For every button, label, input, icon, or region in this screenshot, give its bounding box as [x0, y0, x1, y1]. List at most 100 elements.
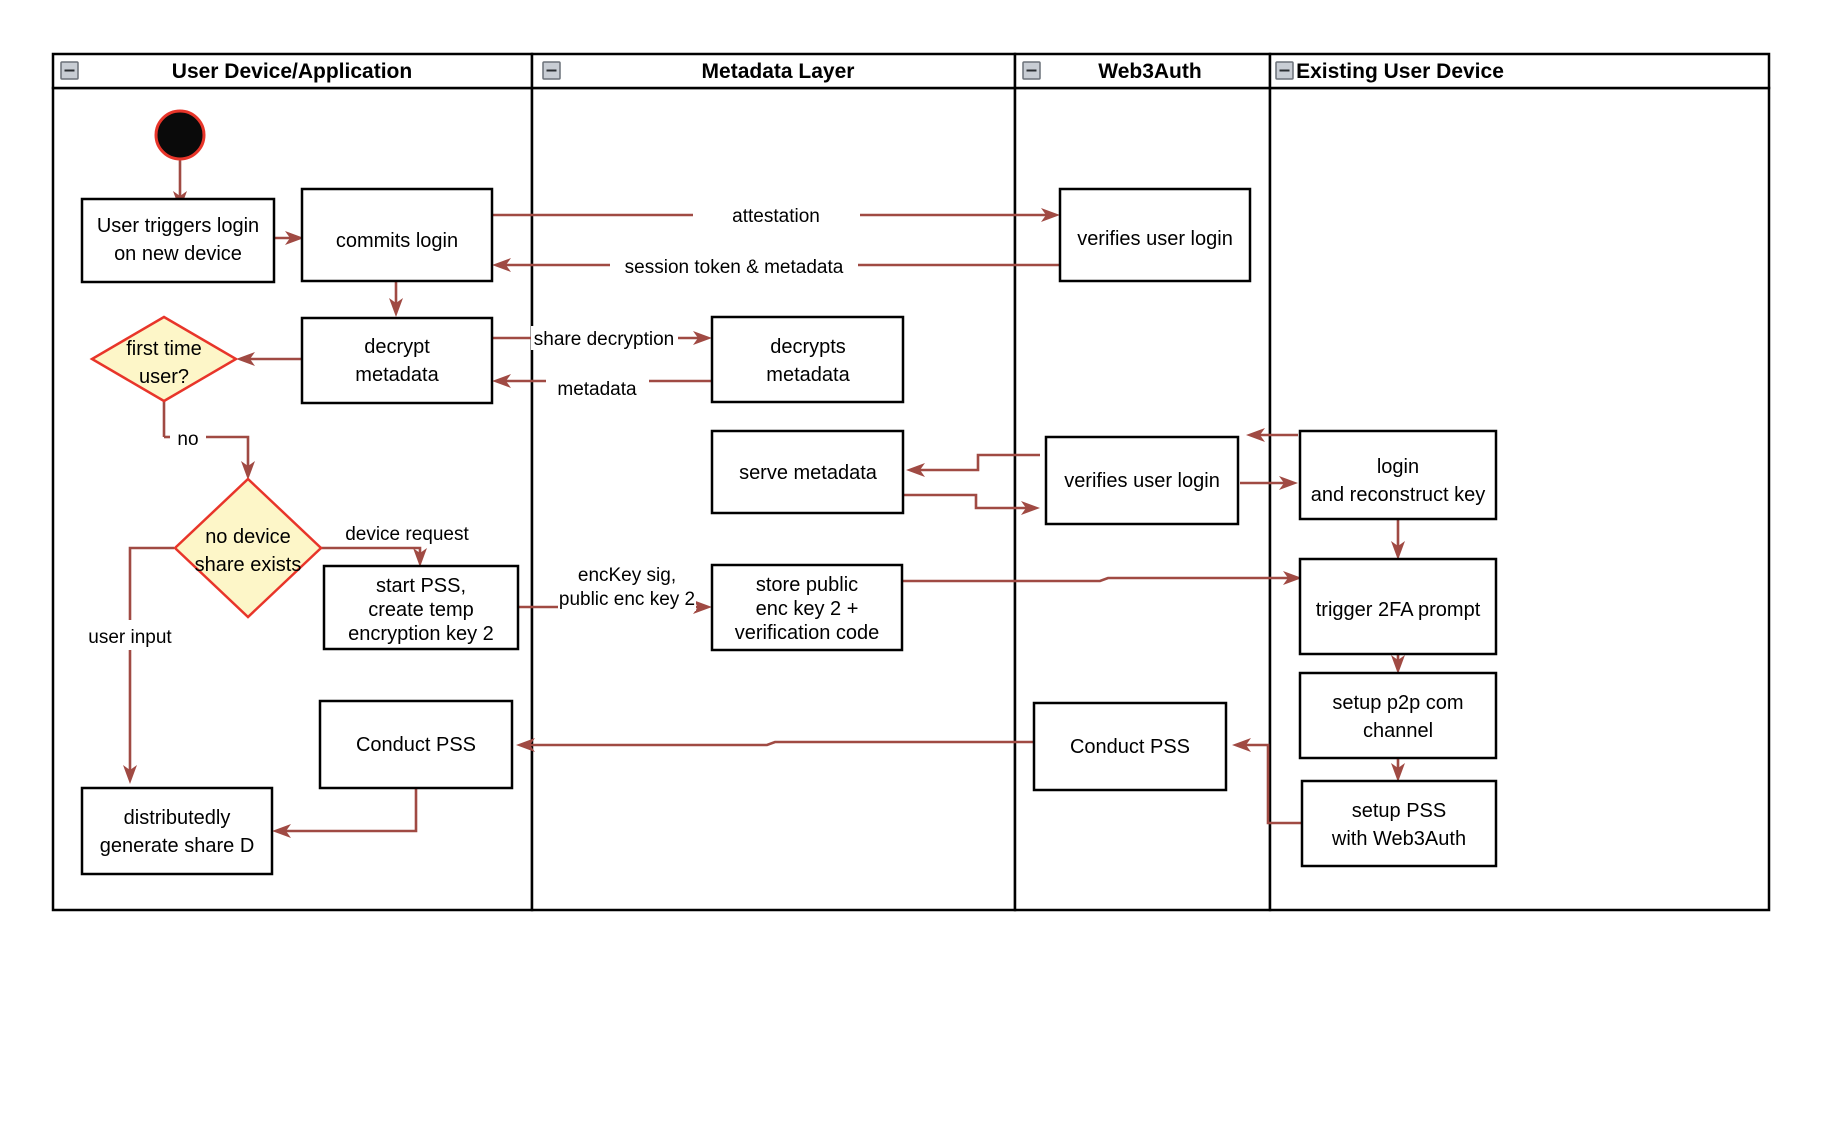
edge-device-request — [321, 546, 427, 567]
svg-text:attestation: attestation — [732, 206, 820, 227]
node-label-line: create temp — [368, 599, 474, 621]
edge-session-token-metadata — [492, 258, 1060, 272]
edge-user-input — [123, 546, 174, 784]
node-label-line: encryption key 2 — [348, 623, 494, 645]
node-store-public-enc-key-2[interactable]: store public enc key 2 + verification co… — [710, 563, 904, 652]
node-label-line: share exists — [195, 554, 302, 576]
node-user-triggers-login[interactable]: User triggers login on new device — [80, 197, 276, 284]
edge-label-user-input: user input — [80, 624, 180, 648]
node-label-line: trigger 2FA prompt — [1316, 599, 1481, 621]
lane-header-metadata-layer[interactable] — [530, 52, 1017, 90]
svg-text:encKey sig,: encKey sig, — [578, 565, 676, 586]
edge-setup-pss-to-conduct-pss-web3auth — [1232, 738, 1302, 825]
node-login-and-reconstruct-key[interactable]: login and reconstruct key — [1298, 429, 1498, 521]
node-label-line: first time — [126, 338, 202, 360]
lane-header-existing-user-device[interactable] — [1268, 52, 1771, 90]
node-label-line: store public — [756, 574, 858, 596]
edge-store-key-to-trigger-2fa — [900, 571, 1302, 585]
node-serve-metadata[interactable]: serve metadata — [710, 429, 905, 515]
node-label-line: distributedly — [124, 807, 231, 829]
node-label-line: setup p2p com — [1332, 692, 1463, 714]
edge-commits-login-to-decrypt-metadata — [389, 280, 403, 317]
start-node[interactable] — [154, 109, 206, 161]
edge-decrypt-metadata-to-first-time-user — [236, 352, 302, 366]
node-label-line: generate share D — [100, 835, 255, 857]
node-label-line: metadata — [355, 364, 439, 386]
lane-header-web3auth[interactable] — [1013, 52, 1272, 90]
node-setup-p2p-com-channel[interactable]: setup p2p com channel — [1298, 671, 1498, 760]
node-label-line: start PSS, — [376, 575, 466, 597]
svg-text:share decryption: share decryption — [534, 329, 674, 350]
edge-verifies-user-login-2-to-serve-metadata — [906, 453, 1040, 477]
edge-conduct-pss-web3auth-to-conduct-pss-user — [516, 738, 1034, 752]
svg-text:user input: user input — [88, 627, 172, 648]
node-label-line: metadata — [766, 364, 850, 386]
node-conduct-pss-user[interactable]: Conduct PSS — [318, 699, 514, 790]
edge-label-no: no — [170, 426, 206, 450]
lane-title-web3auth: Web3Auth — [1098, 60, 1201, 83]
edge-serve-metadata-to-verifies-user-login-2 — [902, 493, 1040, 515]
node-label-line: channel — [1363, 720, 1433, 742]
node-label-line: Conduct PSS — [1070, 736, 1190, 758]
edge-share-decryption — [492, 331, 712, 345]
node-label-line: verification code — [735, 622, 880, 644]
node-label-line: user? — [139, 366, 189, 388]
node-label-line: with Web3Auth — [1331, 828, 1466, 850]
minus-collapse-icon-existing-user-device[interactable] — [1275, 61, 1294, 80]
edge-label-texts: attestation session token & metadata sha… — [80, 203, 860, 648]
lane-title-metadata-layer: Metadata Layer — [702, 60, 855, 83]
node-verifies-user-login-1[interactable]: verifies user login — [1058, 187, 1252, 283]
node-commits-login[interactable]: commits login — [300, 187, 494, 283]
node-start-pss-create-temp-key[interactable]: start PSS, create temp encryption key 2 — [322, 564, 520, 651]
lane-header-user-device[interactable] — [51, 52, 534, 90]
node-label-line: setup PSS — [1352, 800, 1447, 822]
node-label-line: commits login — [336, 230, 458, 252]
edge-attestation — [492, 208, 1060, 222]
lane-frames — [51, 52, 1771, 912]
minus-collapse-icon-user-device[interactable] — [60, 61, 79, 80]
edge-label-metadata: metadata — [546, 376, 649, 400]
svg-text:public enc key 2: public enc key 2 — [559, 589, 695, 610]
node-label-line: verifies user login — [1064, 470, 1220, 492]
edge-conduct-pss-user-to-generate-share-d — [272, 788, 418, 838]
node-decrypt-metadata[interactable]: decrypt metadata — [300, 316, 494, 405]
node-label-line: verifies user login — [1077, 228, 1233, 250]
edge-user-triggers-to-commits-login — [274, 231, 304, 245]
node-conduct-pss-web3auth[interactable]: Conduct PSS — [1032, 701, 1228, 792]
node-label-line: on new device — [114, 243, 242, 265]
node-label-line: decrypt — [364, 336, 430, 358]
flow-edges — [123, 159, 1405, 838]
svg-text:device request: device request — [345, 524, 469, 545]
diagram-nodes: User triggers login on new device commit… — [80, 109, 1498, 876]
node-trigger-2fa-prompt[interactable]: trigger 2FA prompt — [1298, 557, 1498, 656]
edge-label-attestation: attestation — [693, 203, 860, 227]
svg-text:no: no — [177, 429, 198, 450]
node-setup-pss-with-web3auth[interactable]: setup PSS with Web3Auth — [1300, 779, 1498, 868]
node-label-line: no device — [205, 526, 291, 548]
lane-title-user-device: User Device/Application — [172, 60, 412, 83]
node-label-line: Conduct PSS — [356, 734, 476, 756]
node-label-line: and reconstruct key — [1311, 484, 1486, 506]
minus-collapse-icon-web3auth[interactable] — [1022, 61, 1041, 80]
edge-metadata — [492, 374, 712, 388]
node-verifies-user-login-2[interactable]: verifies user login — [1044, 435, 1240, 526]
svg-text:session token & metadata: session token & metadata — [625, 257, 844, 278]
lane-title-existing-user-device: Existing User Device — [1296, 60, 1504, 83]
node-first-time-user[interactable]: first time user? — [89, 315, 239, 403]
minus-collapse-icon-metadata-layer[interactable] — [542, 61, 561, 80]
node-label-line: login — [1377, 456, 1419, 478]
node-label-line: User triggers login — [97, 215, 259, 237]
node-label-line: enc key 2 + — [756, 598, 859, 620]
edge-label-session-token-metadata: session token & metadata — [610, 253, 858, 278]
edge-label-share-decryption: share decryption — [531, 326, 678, 350]
lane-collapse-icons[interactable] — [60, 61, 1294, 80]
node-decrypts-metadata[interactable]: decrypts metadata — [710, 315, 905, 404]
edge-verifies-user-login-2-to-login — [1240, 476, 1298, 490]
svg-text:metadata: metadata — [557, 379, 637, 400]
edge-login-to-trigger-2fa — [1391, 520, 1405, 560]
edge-label-enckey-sig: encKey sig, public enc key 2 — [558, 561, 696, 611]
node-distributedly-generate-share-d[interactable]: distributedly generate share D — [80, 786, 274, 876]
edge-login-to-verifies-user-login-2 — [1246, 428, 1298, 442]
node-no-device-share-exists[interactable]: no device share exists — [173, 477, 323, 619]
